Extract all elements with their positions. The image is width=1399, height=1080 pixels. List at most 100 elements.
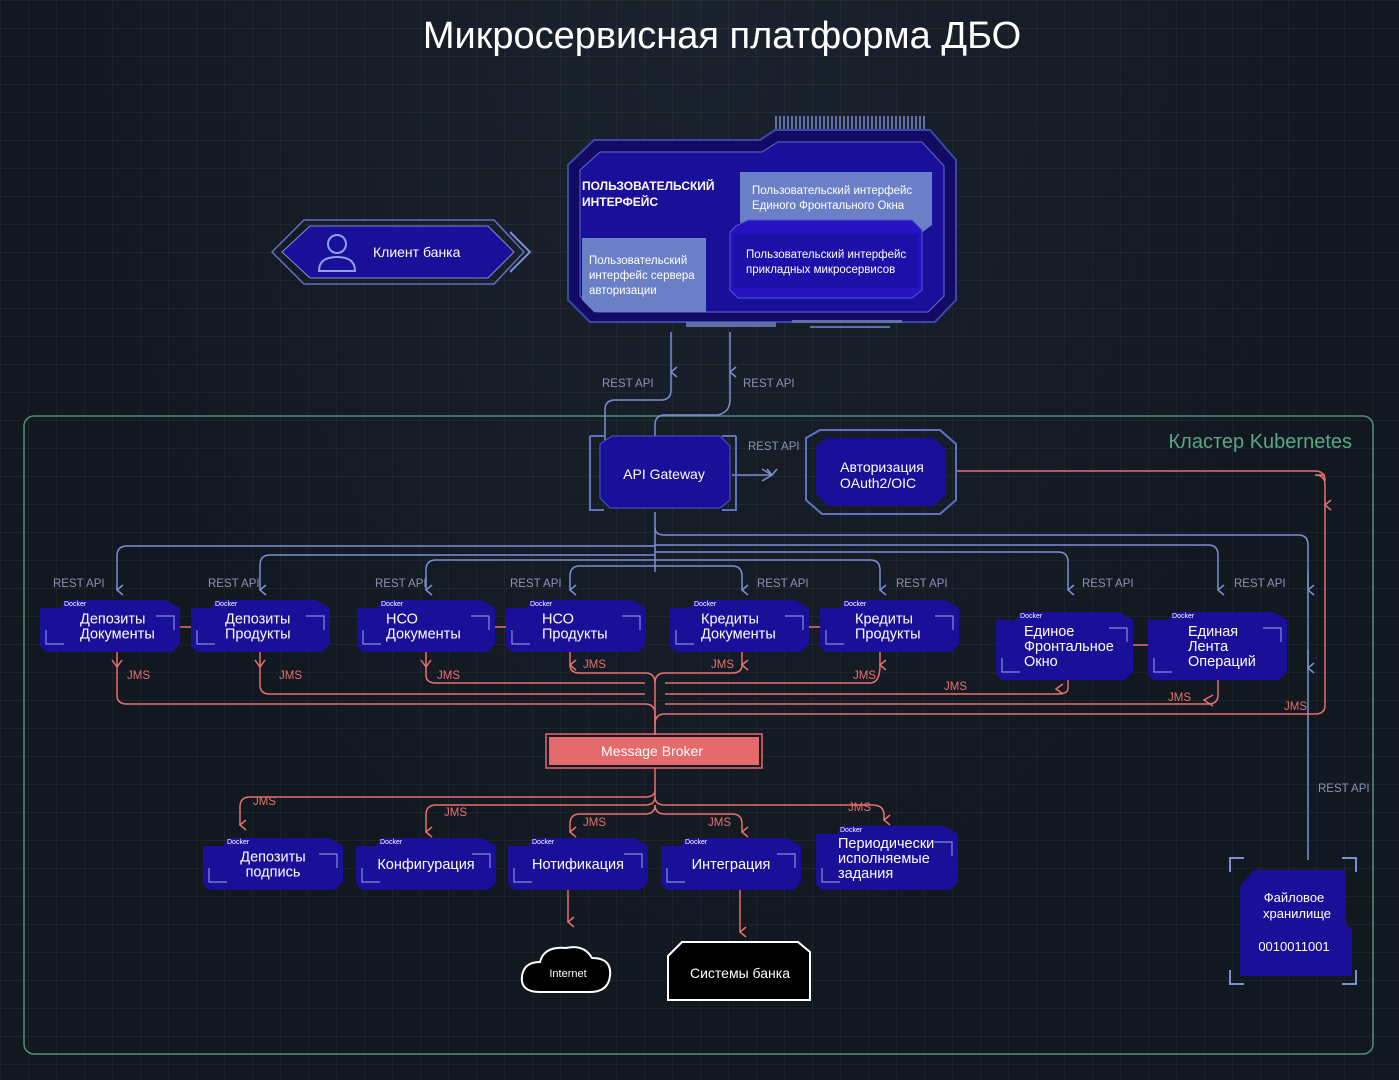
client-node[interactable]: Клиент банка	[270, 219, 532, 285]
bank-systems-node[interactable]: Системы банка	[667, 941, 811, 1001]
rest-api-label: REST API	[743, 378, 795, 390]
top-service-1-line2: Документы	[80, 627, 155, 643]
jms-label: JMS	[437, 670, 460, 682]
top-service-7-line1: Единое	[1024, 624, 1074, 640]
authorization-node[interactable]: Авторизация OAuth2/OIC	[805, 429, 957, 515]
user-icon	[317, 234, 357, 272]
file-storage-line1: Файловое	[1264, 890, 1325, 905]
jms-arrowheads	[111, 659, 1214, 707]
top-service-1-line1: Депозиты	[80, 612, 145, 628]
rest-api-label: REST API	[510, 578, 562, 590]
jms-label: JMS	[848, 802, 871, 814]
file-storage-line2: хранилище	[1263, 906, 1331, 921]
docker-tag: Docker	[381, 601, 404, 608]
auth-line1: Авторизация	[840, 459, 924, 475]
rest-api-label: REST API	[1082, 578, 1134, 590]
page-title: Микросервисная платформа ДБО	[423, 15, 1021, 57]
top-service-5-line2: Документы	[701, 627, 776, 643]
rest-api-label: REST API	[53, 578, 105, 590]
api-gateway-label: API Gateway	[623, 466, 705, 482]
top-service-2-line1: Депозиты	[225, 612, 290, 628]
docker-tag: Docker	[1172, 613, 1195, 620]
gateway-auth-arrow	[761, 468, 774, 482]
docker-tag: Docker	[227, 839, 250, 846]
bottom-service-5-line2: исполняемые	[838, 851, 930, 867]
docker-tag: Docker	[1020, 613, 1043, 620]
rest-api-label: REST API	[602, 378, 654, 390]
internet-node[interactable]: Internet	[520, 946, 612, 993]
ui-block-efo: Пользовательский интерфейс Единого Фронт…	[740, 172, 932, 234]
jms-label: JMS	[444, 807, 467, 819]
top-service-3-line2: Документы	[386, 627, 461, 643]
bottom-service-5-line3: задания	[838, 866, 893, 882]
rest-api-label: REST API	[208, 578, 260, 590]
client-label: Клиент банка	[373, 244, 461, 260]
jms-label: JMS	[711, 659, 734, 671]
microservices-row: DockerДепозитыДокументыDockerДепозитыПро…	[40, 600, 1287, 680]
cluster-label: Кластер Kubernetes	[1169, 431, 1352, 453]
bottom-service-1-line2: подпись	[246, 865, 301, 881]
rest-api-labels: REST API REST API REST API REST API REST…	[53, 378, 1370, 795]
jms-label: JMS	[583, 817, 606, 829]
top-service-6-line2: Продукты	[855, 627, 921, 643]
file-storage-bits: 0010011001	[1258, 939, 1329, 954]
top-service-4-line1: НСО	[542, 612, 574, 628]
ui-auth-line3: авторизации	[589, 285, 657, 297]
api-gateway-node[interactable]: API Gateway	[589, 435, 737, 511]
rest-api-label: REST API	[1318, 783, 1370, 795]
top-service-3-line1: НСО	[386, 612, 418, 628]
top-service-8-line3: Операций	[1188, 654, 1256, 670]
ui-auth-line2: интерфейс сервера	[589, 270, 695, 282]
jms-label: JMS	[708, 817, 731, 829]
rest-api-label: REST API	[748, 441, 800, 453]
jms-label: JMS	[583, 659, 606, 671]
ui-block-auth: Пользовательский интерфейс сервера автор…	[582, 238, 706, 312]
bottom-service-2-line1: Конфигурация	[377, 857, 474, 873]
jms-labels: JMS JMS JMS JMS JMS JMS JMS JMS JMS JMS …	[127, 659, 1307, 829]
docker-tag: Docker	[64, 601, 87, 608]
rest-connectors	[115, 332, 1315, 860]
bank-systems-label: Системы банка	[690, 965, 790, 981]
ui-bottom-decoration	[686, 320, 902, 328]
ui-title-line2: ИНТЕРФЕЙС	[582, 194, 658, 209]
docker-tag: Docker	[532, 839, 555, 846]
rest-api-label: REST API	[896, 578, 948, 590]
bottom-service-5-line1: Периодически	[838, 836, 934, 852]
top-service-7-line3: Окно	[1024, 654, 1058, 670]
support-services-row: DockerДепозитыподписьDockerКонфигурацияD…	[203, 826, 958, 890]
top-service-7-line2: Фронтальное	[1024, 639, 1114, 655]
jms-label: JMS	[253, 796, 276, 808]
message-broker-node[interactable]: Message Broker	[545, 733, 763, 769]
ui-efo-line1: Пользовательский интерфейс	[752, 185, 912, 197]
docker-tag: Docker	[380, 839, 403, 846]
docker-tag: Docker	[840, 827, 863, 834]
ui-efo-line2: Единого Фронтального Окна	[752, 200, 905, 212]
jms-label: JMS	[127, 670, 150, 682]
docker-tag: Docker	[844, 601, 867, 608]
bottom-service-3-line1: Нотификация	[532, 857, 624, 873]
rest-api-label: REST API	[1234, 578, 1286, 590]
jms-label: JMS	[853, 670, 876, 682]
auth-line2: OAuth2/OIC	[840, 475, 916, 491]
ui-apps-line2: прикладных микросервисов	[746, 264, 895, 276]
bottom-service-1-line1: Депозиты	[240, 850, 305, 866]
top-service-8-line2: Лента	[1188, 639, 1229, 655]
kubernetes-cluster-boundary	[23, 415, 1374, 1055]
top-service-4-line2: Продукты	[542, 627, 608, 643]
rest-api-label: REST API	[375, 578, 427, 590]
file-storage-node[interactable]: Файловое хранилище 0010011001	[1229, 857, 1357, 985]
